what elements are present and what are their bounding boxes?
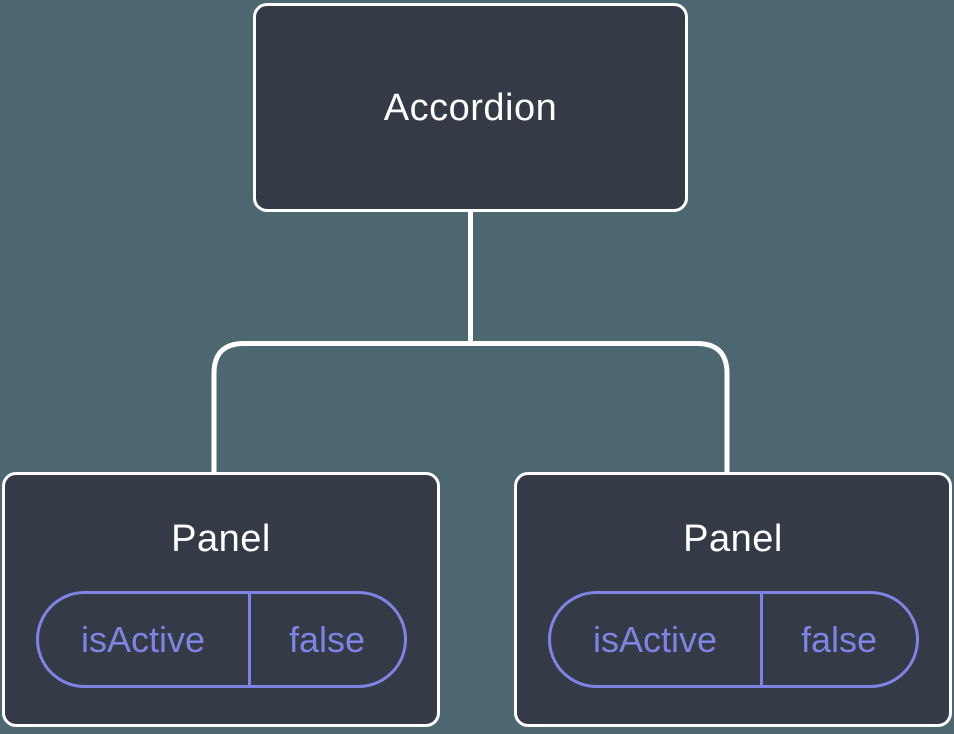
component-node-panel-1: Panel isActive false bbox=[2, 472, 440, 727]
state-pill: isActive false bbox=[547, 591, 919, 688]
accordion-node-label: Accordion bbox=[383, 86, 558, 129]
state-name: isActive bbox=[39, 594, 251, 685]
state-pill: isActive false bbox=[35, 591, 407, 688]
connector-bracket bbox=[211, 341, 730, 472]
panel-node-label: Panel bbox=[171, 518, 271, 560]
component-node-panel-2: Panel isActive false bbox=[514, 472, 952, 727]
panel-node-label: Panel bbox=[683, 518, 783, 560]
component-node-accordion: Accordion bbox=[253, 3, 688, 212]
state-value: false bbox=[800, 618, 878, 660]
state-value: false bbox=[288, 618, 366, 660]
state-name: isActive bbox=[551, 594, 763, 685]
